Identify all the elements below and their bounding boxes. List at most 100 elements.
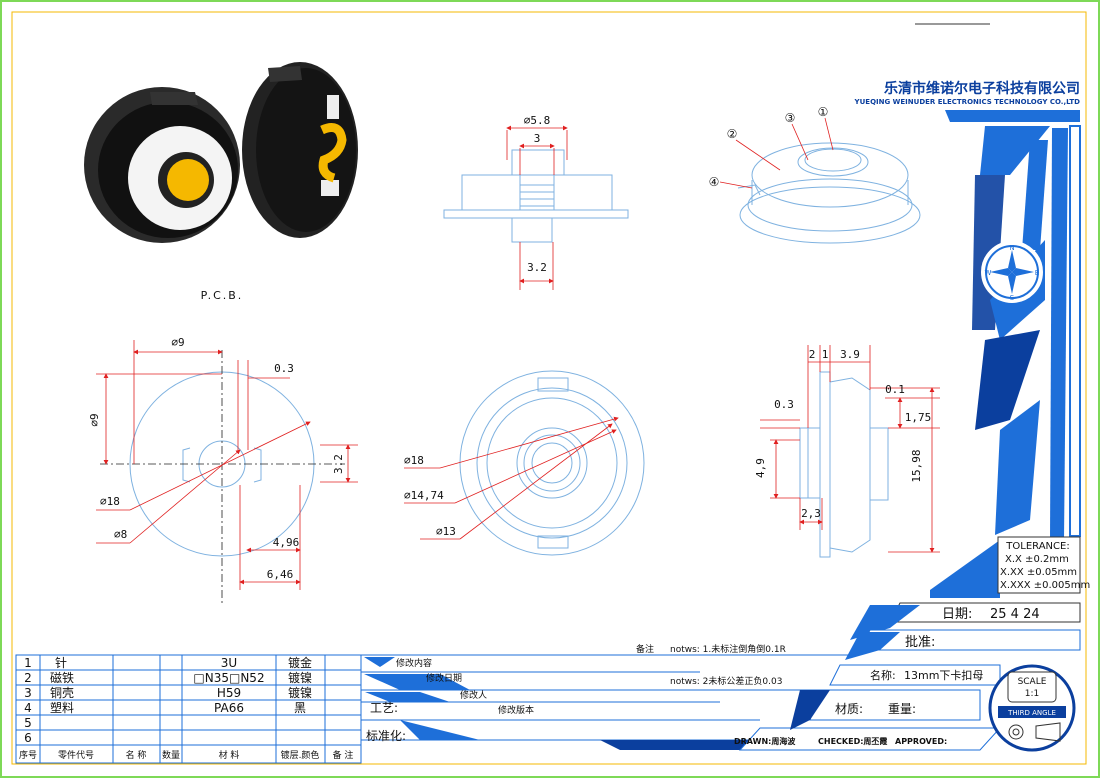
dim-left-646: 6,46 [267,568,294,581]
company-panel: 乐清市维诺尔电子科技有限公司 YUEQING WEINUDER ELECTRON… [854,80,1081,598]
dim-right-2: 2 [809,348,816,361]
dim-left-d9-vertical: ⌀9 [88,413,101,426]
dim-right-1: 1 [822,348,829,361]
dim-left-d8: ⌀8 [114,528,127,541]
callout-3: ③ [785,111,796,125]
revision-person: 修改人 [460,689,487,701]
side-view-right [799,371,889,558]
svg-text:W: W [985,269,992,277]
dim-left-496: 4,96 [273,536,300,549]
compass-icon: N S W E [981,241,1043,303]
bom-header: 名 称 [126,749,147,761]
note-2: notws: 2未标公差正负0.03 [670,675,782,687]
bom-header: 备 注 [333,749,354,761]
bom-row-material: 3U [221,656,237,670]
material-label: 材质: [835,702,863,716]
bom-row-no: 5 [24,716,32,730]
bom-header: 镀层.颜色 [281,749,320,761]
dim-right-1598: 15,98 [910,449,923,482]
revision-content: 修改内容 [396,657,432,669]
tolerance-title: TOLERANCE: [1005,541,1069,552]
isometric-view [737,142,921,244]
company-name-en: YUEQING WEINUDER ELECTRONICS TECHNOLOGY … [854,98,1081,106]
pcb-label: P.C.B. [201,289,244,302]
product-name: 13mm下卡扣母 [904,668,983,682]
front-section-view [443,149,629,243]
bom-row-name: 铜壳 [50,685,74,700]
note-1: notws: 1.未标注倒角倒0.1R [670,643,786,655]
dim-left-d9: ⌀9 [171,336,184,349]
bom-row-no: 6 [24,731,32,745]
bom-header: 序号 [19,749,37,761]
weight-label: 重量: [888,702,916,716]
standard-label: 标准化: [366,729,406,743]
svg-text:S: S [1010,294,1015,302]
tolerance-line-2: X.XX ±0.05mm [1000,567,1077,578]
notes-label: 备注 [636,643,654,655]
dim-top-d58: ⌀5.8 [524,114,551,127]
callout-1: ① [818,105,829,119]
company-name-cn: 乐清市维诺尔电子科技有限公司 [884,80,1080,97]
scale-label: SCALE [1018,677,1047,687]
projection-label: THIRD ANGLE [1007,709,1056,717]
tolerance-box: TOLERANCE: X.X ±0.2mm X.XX ±0.05mm X.XXX… [997,536,1090,594]
callout-2: ② [727,127,738,141]
title-block-right [738,602,1081,751]
bom-row-material: □N35□N52 [193,671,264,685]
dim-center-d13: ⌀13 [436,525,456,538]
dim-right-175: 1,75 [905,411,932,424]
bom-header: 零件代号 [58,749,94,761]
checked-by: CHECKED:周丕霞 [818,736,887,746]
bom-row-no: 4 [24,701,32,715]
bom-header: 材 料 [219,749,240,761]
dim-left-03: 0.3 [274,362,294,375]
approved-by: APPROVED: [895,737,947,746]
dim-center-d18: ⌀18 [404,454,424,467]
bottom-view-center [459,370,645,556]
approve-label: 批准: [905,635,935,650]
bom-row-material: H59 [217,686,241,700]
dim-left-32: 3.2 [332,454,345,474]
bom-row-finish: 镀镍 [288,671,312,685]
product-photo [84,62,358,243]
revision-date: 修改日期 [426,672,462,684]
bom-row-finish: 黑 [294,701,306,715]
bom-table [15,654,362,764]
bom-row-no: 2 [24,671,32,685]
dim-right-03: 0.3 [774,398,794,411]
bom-row-name: 磁铁 [50,670,74,685]
bom-row-material: PA66 [214,701,244,715]
bom-row-finish: 镀金 [288,655,312,670]
callouts [719,117,834,189]
dim-left-d18: ⌀18 [100,495,120,508]
svg-text:N: N [1009,244,1014,252]
dim-right-23: 2,3 [801,507,821,520]
product-label: 名称: [870,668,896,682]
date-label: 日期: [942,607,972,622]
drawn-by: DRAWN:周海波 [734,736,796,746]
scale-badge [988,664,1076,752]
bom-row-no: 1 [24,656,32,670]
dim-top-32: 3.2 [527,261,547,274]
revision-version: 修改版本 [498,704,534,716]
process-label: 工艺: [370,701,398,715]
svg-text:E: E [1035,269,1039,277]
dim-right-49: 4,9 [754,458,767,478]
bom-row-finish: 镀镍 [288,686,312,700]
bom-rows: 1 针 3U 镀金 2 磁铁 □N35□N52 镀镍 3 铜壳 H59 镀镍 4… [19,655,353,761]
date-value: 25 4 24 [990,607,1040,622]
dim-right-39: 3.9 [840,348,860,361]
bom-header: 数量 [162,749,180,761]
dim-center-d1474: ⌀14,74 [404,489,444,502]
inner-border [11,11,1087,765]
bom-row-no: 3 [24,686,32,700]
callout-4: ④ [709,175,720,189]
bom-row-name: 塑料 [50,700,74,715]
bom-row-name: 针 [55,655,67,670]
scale-value: 1:1 [1025,689,1039,699]
tolerance-line-1: X.X ±0.2mm [1005,554,1069,565]
dim-top-3: 3 [534,132,541,145]
tolerance-line-3: X.XXX ±0.005mm [1000,580,1090,591]
